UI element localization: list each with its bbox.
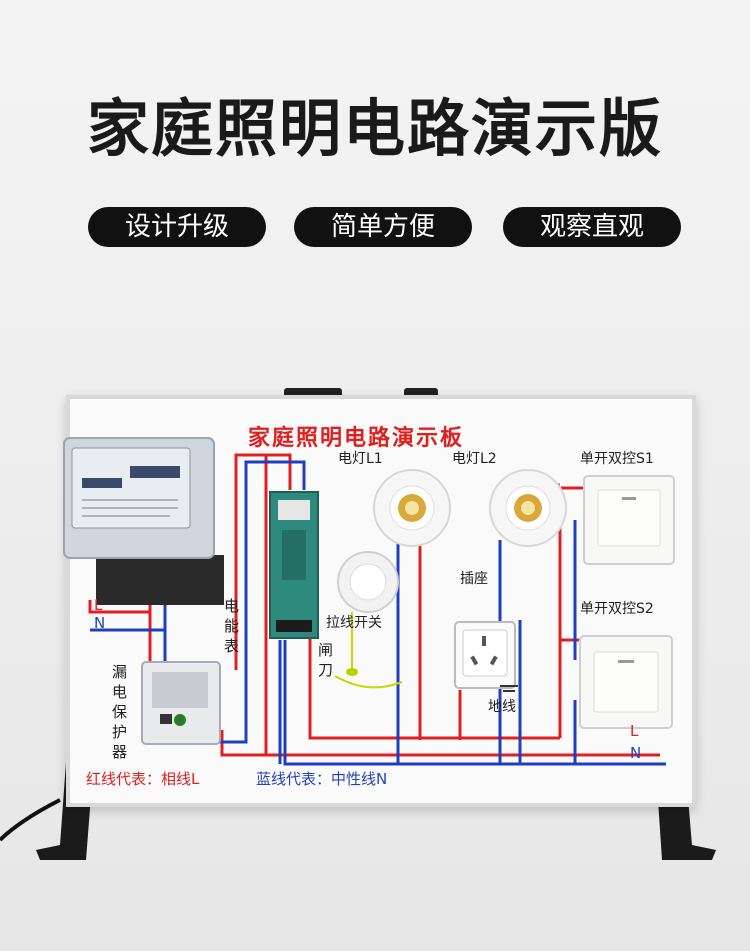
power-cable xyxy=(0,798,61,842)
switch-s2 xyxy=(579,635,673,729)
knife-switch xyxy=(269,491,319,639)
label-knife-switch: 闸刀 xyxy=(318,641,334,679)
tag-design-upgrade: 设计升级 xyxy=(88,207,266,247)
board-title: 家庭照明电路演示板 xyxy=(248,426,465,451)
page-title: 家庭照明电路演示版 xyxy=(86,92,663,165)
label-socket: 插座 xyxy=(460,571,488,587)
label-switch-s2: 单开双控S2 xyxy=(580,601,654,617)
label-pull-switch: 拉线开关 xyxy=(326,615,382,631)
tag-simple-convenient: 简单方便 xyxy=(294,207,472,247)
label-live-right: L xyxy=(630,722,639,740)
tag-intuitive-observation: 观察直观 xyxy=(503,207,681,247)
power-socket xyxy=(454,621,518,692)
pull-switch xyxy=(334,551,403,689)
leakage-protector xyxy=(141,661,221,745)
label-meter: 电能表 xyxy=(224,597,240,655)
lamp-holder-l1 xyxy=(373,469,451,547)
legend-live: 红线代表：相线L xyxy=(86,770,200,788)
label-breaker: 漏电保护器 xyxy=(112,663,128,761)
label-lamp-l1: 电灯L1 xyxy=(338,451,383,467)
label-neutral-left: N xyxy=(94,614,106,632)
label-ground: 地线 xyxy=(488,699,516,715)
label-lamp-l2: 电灯L2 xyxy=(452,451,497,467)
lamp-holder-l2 xyxy=(489,469,567,547)
label-live-left: L xyxy=(94,596,103,614)
electric-meter xyxy=(63,437,224,605)
label-neutral-right: N xyxy=(630,744,642,762)
legend-neutral: 蓝线代表：中性线N xyxy=(256,770,388,788)
label-switch-s1: 单开双控S1 xyxy=(580,451,654,467)
switch-s1 xyxy=(583,475,675,565)
